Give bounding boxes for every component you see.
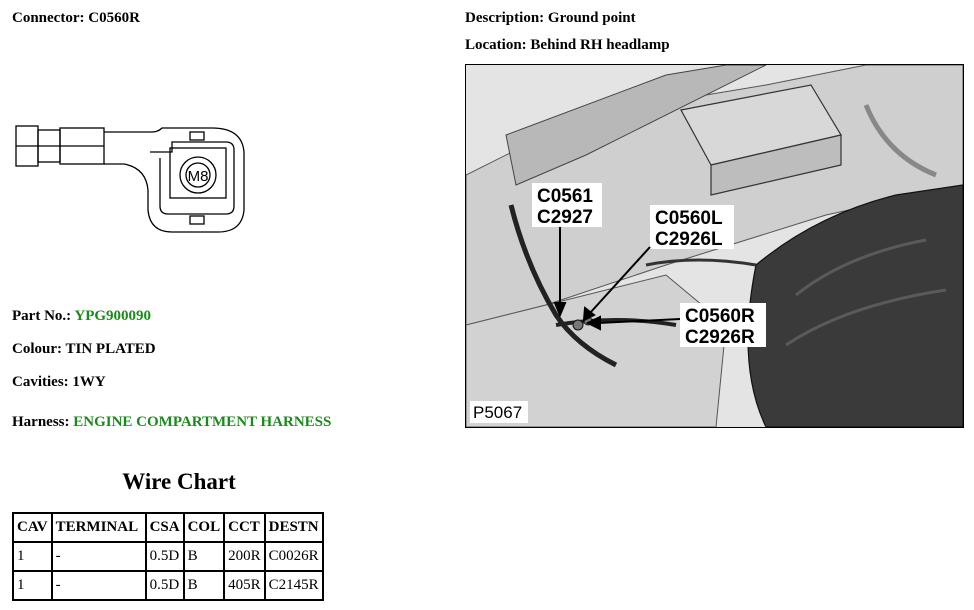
cavities-line: Cavities: 1WY [12,374,106,391]
col-header-csa: CSA [144,512,185,543]
location-illustration: C0561 C2927 C0560L C2926L C0560R C2926R … [465,64,964,428]
location-line: Location: Behind RH headlamp [465,37,670,54]
connector-face-drawing: M8 [15,125,245,233]
colour-line: Colour: TIN PLATED [12,341,156,358]
cell-destn: C0026R [263,541,324,572]
table-row: 1 - 0.5D B 200R C0026R [12,541,324,572]
cell-csa: 0.5D [144,541,185,572]
callout-c2927: C2927 [537,207,593,228]
part-number-label: Part No.: [12,308,72,324]
callout-c2926r: C2926R [685,327,755,348]
description-label: Description: [465,10,545,26]
harness-value: ENGINE COMPARTMENT HARNESS [73,414,332,430]
cell-terminal: - [50,570,147,601]
callout-c2926l: C2926L [655,229,723,250]
col-header-cct: CCT [223,512,266,543]
colour-label: Colour: [12,341,62,357]
cell-cct: 200R [223,541,266,572]
location-value: Behind RH headlamp [530,37,670,53]
wire-chart-title: Wire Chart [122,469,236,494]
wire-chart-table: CAV TERMINAL CSA COL CCT DESTN 1 - 0.5D … [12,512,324,601]
cell-cav: 1 [12,570,53,601]
col-header-destn: DESTN [263,512,324,543]
col-header-col: COL [182,512,226,543]
connector-value: C0560R [88,10,140,26]
cavities-label: Cavities: [12,374,69,390]
part-number-line: Part No.: YPG900090 [12,308,151,325]
cell-cct: 405R [223,570,266,601]
connector-label: Connector: [12,10,85,26]
location-label: Location: [465,37,527,53]
part-number-value: YPG900090 [74,308,152,324]
callout-c0560l: C0560L [655,208,723,229]
cell-terminal: - [50,541,147,572]
cell-cav: 1 [12,541,53,572]
cell-col: B [182,570,226,601]
callout-c0561: C0561 [537,186,593,207]
stud-size-label: M8 [188,168,209,185]
harness-label: Harness: [12,414,70,430]
harness-line: Harness: ENGINE COMPARTMENT HARNESS [12,414,331,431]
cell-destn: C2145R [263,570,324,601]
cell-col: B [182,541,226,572]
table-header-row: CAV TERMINAL CSA COL CCT DESTN [12,512,324,543]
colour-value: TIN PLATED [65,341,156,357]
photo-id: P5067 [473,403,522,422]
description-value: Ground point [547,10,636,26]
col-header-terminal: TERMINAL [50,512,147,543]
cavities-value: 1WY [72,374,106,390]
description-line: Description: Ground point [465,10,636,27]
callout-c0560r: C0560R [685,306,755,327]
connector-heading: Connector: C0560R [12,10,140,27]
table-row: 1 - 0.5D B 405R C2145R [12,570,324,601]
col-header-cav: CAV [12,512,53,543]
cell-csa: 0.5D [144,570,185,601]
